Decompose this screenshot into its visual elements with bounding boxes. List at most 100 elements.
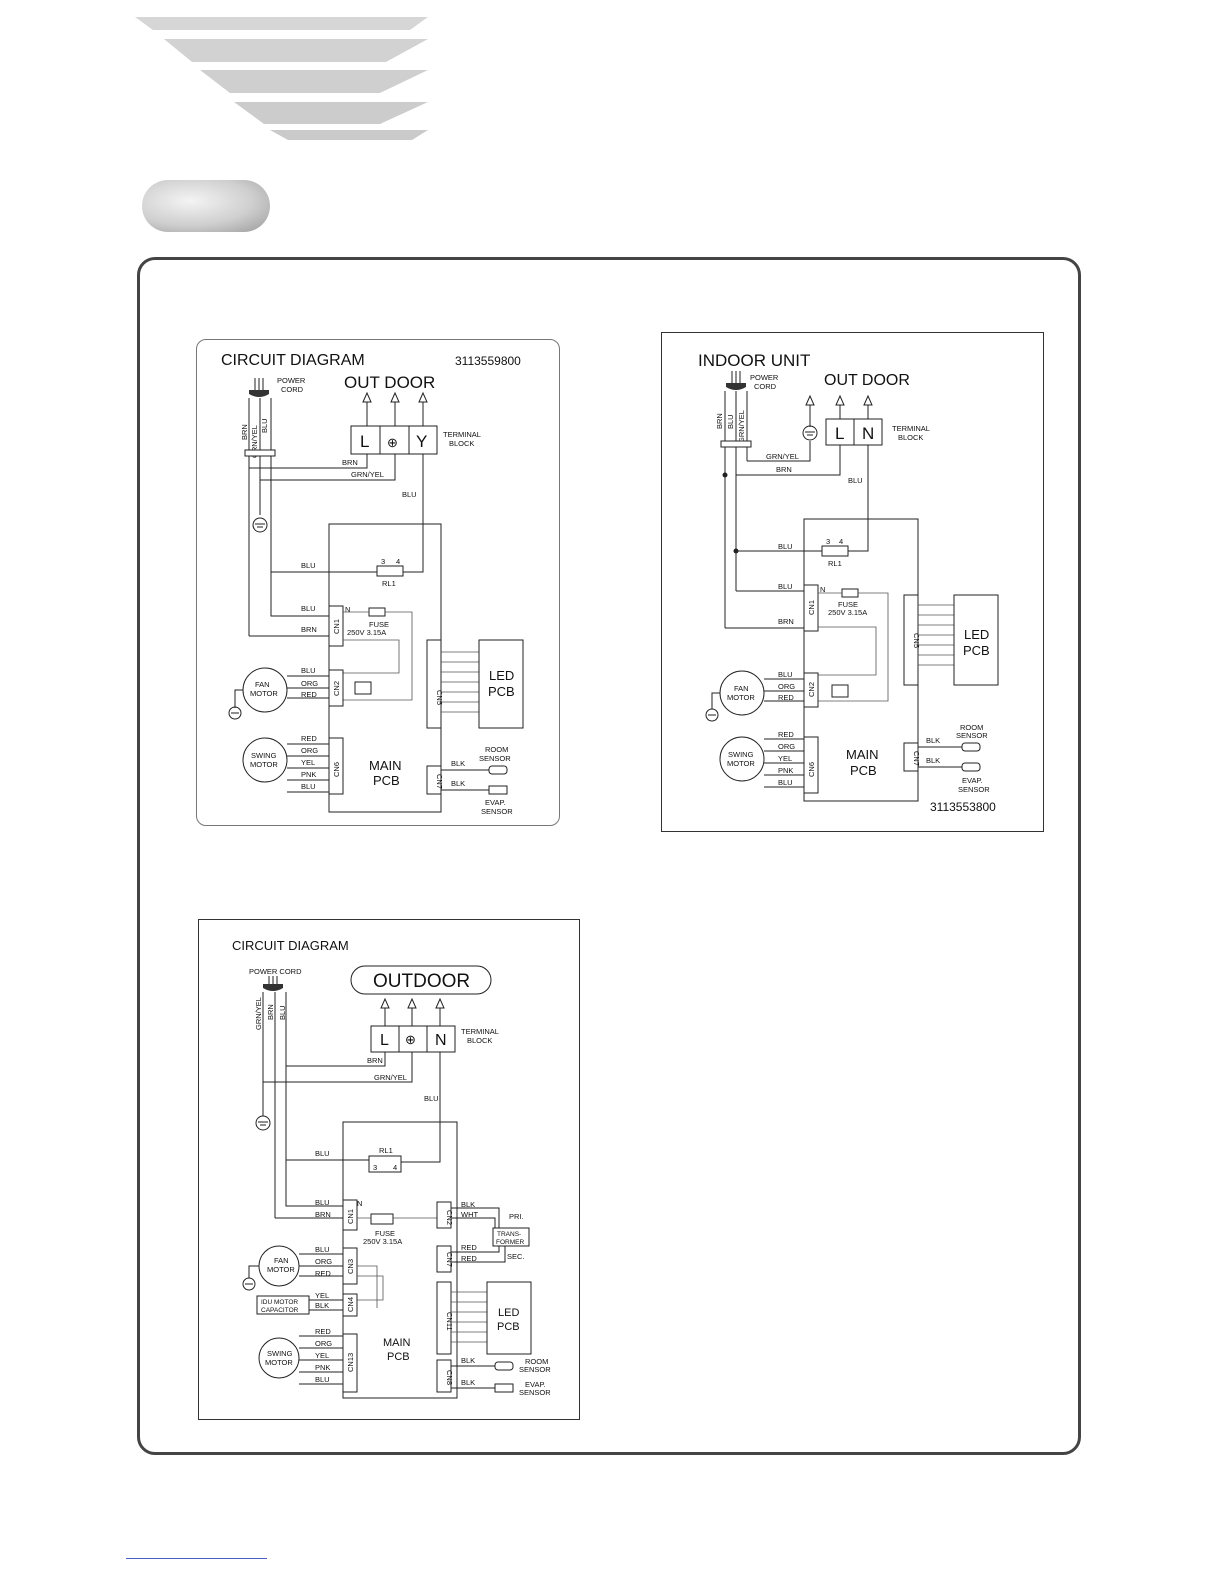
fan-wire-blu: BLU [778, 670, 793, 679]
swing-wire-red: RED [301, 734, 317, 743]
fan-motor-label-2: MOTOR [250, 689, 278, 698]
transformer-label: TRANS- [497, 1231, 521, 1238]
fuse-label: FUSE [375, 1229, 395, 1238]
connector-cn7 [426, 765, 442, 795]
cn7-right-label: CN7 [445, 1252, 454, 1267]
fuse-icon [370, 1213, 394, 1225]
connector-cn11 [436, 1281, 452, 1355]
led-pcb-label-2: PCB [497, 1321, 520, 1333]
main-pcb-board [803, 518, 919, 802]
power-cord-label: POWER [750, 373, 779, 382]
n-mark: N [345, 605, 350, 614]
terminal-ground: ⊕ [387, 435, 398, 450]
terminal-block [350, 425, 438, 455]
swing-motor-label: SWING [728, 750, 754, 759]
evap-sensor-icon [961, 762, 981, 772]
cord-clamp [244, 449, 276, 457]
room-sensor-label: ROOM [525, 1357, 548, 1366]
cn8-label: CN8 [445, 1370, 454, 1385]
circuit-diagram-1: CIRCUIT DIAGRAM 3113559800 POWER CORD BR… [196, 339, 560, 826]
connector-cn6 [328, 737, 344, 795]
cord-wire-brn: BRN [715, 413, 724, 429]
wire-blu-term-label: BLU [402, 490, 417, 499]
swing-wire-yel: YEL [301, 758, 315, 767]
cn6-label: CN6 [807, 762, 816, 777]
cn1-wire-blu: BLU [315, 1198, 330, 1207]
power-cord-label-2: CORD [281, 385, 304, 394]
cn1-label: CN1 [346, 1209, 355, 1224]
ground-icon [252, 517, 268, 533]
cord-clamp [720, 440, 752, 448]
cn1-label: CN1 [332, 619, 341, 634]
evap-sensor-label-2: SENSOR [958, 785, 990, 794]
terminal-arrows [805, 394, 873, 427]
idu-cap-label-2: CAPACITOR [261, 1307, 299, 1314]
swing-wire-org: ORG [315, 1339, 332, 1348]
cn3-label: CN3 [346, 1259, 355, 1274]
relay-rl1 [368, 1155, 402, 1173]
connector-cn6 [803, 736, 819, 794]
rl-pin-3: 3 [381, 557, 385, 566]
terminal-l: L [835, 424, 844, 443]
room-sensor-label: ROOM [485, 745, 508, 754]
fan-wire-org: ORG [301, 679, 318, 688]
terminal-arrows [380, 997, 445, 1026]
main-pcb-label: MAIN [383, 1337, 411, 1349]
evap-sensor-label: EVAP. [525, 1380, 546, 1389]
transformer-pri-label: PRI. [509, 1212, 524, 1221]
cord-wire-brn: BRN [240, 424, 249, 440]
led-pcb [486, 1281, 532, 1355]
swing-motor-label-2: MOTOR [250, 760, 278, 769]
cn1-label: CN1 [807, 600, 816, 615]
fan-wire-org: ORG [315, 1257, 332, 1266]
terminal-ground: ⊕ [405, 1032, 416, 1047]
evap-sensor-label: EVAP. [962, 776, 983, 785]
sensor-wire-blk-2: BLK [926, 756, 940, 765]
swing-wire-red: RED [778, 730, 794, 739]
connector-cn8 [436, 1359, 452, 1393]
out-door-label: OUT DOOR [344, 373, 435, 392]
fan-wire-red: RED [778, 693, 794, 702]
swing-wire-yel: YEL [315, 1351, 329, 1360]
cn13-label: CN13 [346, 1353, 355, 1372]
cn7-label: CN7 [912, 751, 921, 766]
swing-wire-yel: YEL [778, 754, 792, 763]
transformer-label-2: FORMER [496, 1239, 524, 1246]
fan-motor-label: FAN [274, 1256, 289, 1265]
power-cord-label: POWER [277, 376, 306, 385]
cn1-wire-brn: BRN [301, 625, 317, 634]
ground-icon [255, 1115, 271, 1131]
cord-wire-grnyel: GRN/YEL [254, 997, 263, 1030]
led-pcb-label-2: PCB [963, 643, 990, 658]
cn6-label: CN6 [332, 762, 341, 777]
wire-blu-rl-label: BLU [301, 561, 316, 570]
trans-wire-wht: WHT [461, 1210, 478, 1219]
main-pcb-label: MAIN [369, 758, 402, 773]
evap-sensor-label-2: SENSOR [519, 1388, 551, 1397]
terminal-n: N [435, 1032, 447, 1049]
terminal-block-label: TERMINAL [443, 430, 481, 439]
fan-capacitor [831, 684, 849, 698]
sec-wire-red-1: RED [461, 1243, 477, 1252]
terminal-block-label: TERMINAL [461, 1027, 499, 1036]
header-stripes-decoration [135, 17, 428, 140]
power-cord-plug-icon [726, 371, 746, 390]
main-pcb-label: MAIN [846, 747, 879, 762]
connector-cn5 [426, 639, 442, 729]
evap-sensor-label: EVAP. [485, 798, 506, 807]
cn1-wire-brn: BRN [778, 617, 794, 626]
swing-motor-label: SWING [251, 751, 277, 760]
cn2-label: CN2 [332, 681, 341, 696]
diagram-title: CIRCUIT DIAGRAM [232, 938, 349, 953]
evap-sensor-icon [488, 785, 508, 795]
fuse-rating: 250V 3.15A [828, 608, 867, 617]
cn7-label: CN7 [435, 774, 444, 789]
terminal-y: Y [416, 432, 427, 451]
room-sensor-icon [488, 765, 508, 775]
outdoor-badge [350, 965, 492, 995]
swing-motor-label-2: MOTOR [727, 759, 755, 768]
swing-motor [242, 737, 288, 783]
swing-wire-pnk: PNK [778, 766, 793, 775]
cn2-right-label: CN2 [445, 1210, 454, 1225]
rl-name: RL1 [382, 579, 396, 588]
